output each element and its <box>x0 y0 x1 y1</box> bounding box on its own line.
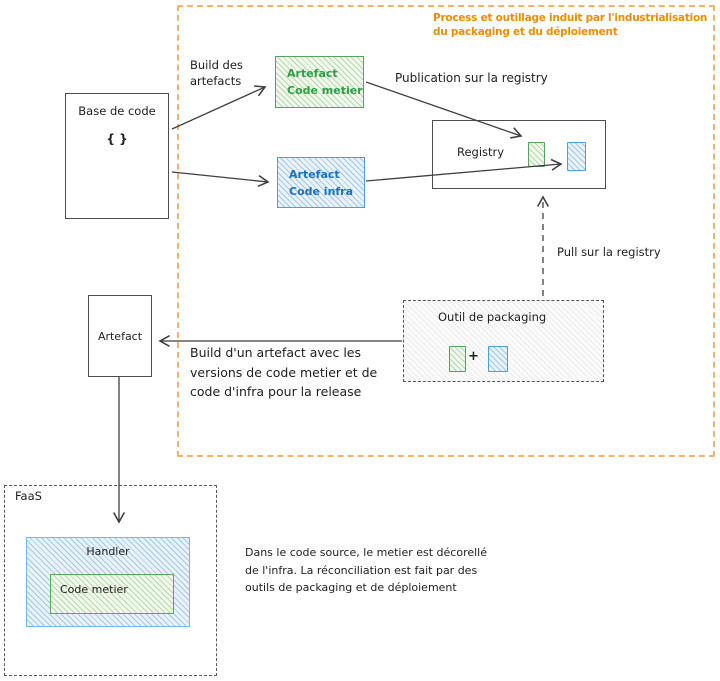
handler-label: Handler <box>86 545 130 558</box>
node-faas: FaaS Handler Code metier <box>4 485 217 676</box>
node-artefact-code-infra: Artefact Code infra <box>277 157 365 208</box>
outil-packaging-label: Outil de packaging <box>438 310 547 324</box>
node-code-metier: Code metier <box>50 574 174 614</box>
artefact-infra-line2: Code infra <box>289 185 354 198</box>
registry-infra-chip <box>567 142 586 171</box>
process-frame-title-line1: Process et outillage induit par l'indust… <box>433 12 708 24</box>
process-frame-title-line2: du packaging et du déploiement <box>433 26 618 38</box>
note-line2: de l'infra. La réconciliation est fait p… <box>245 563 478 577</box>
node-outil-de-packaging: Outil de packaging + <box>403 300 604 382</box>
build-artefact-line3: code d'infra pour la release <box>190 384 362 399</box>
plus-icon: + <box>468 349 479 364</box>
artefact-metier-line2: Code metier <box>287 84 363 97</box>
code-metier-label: Code metier <box>60 583 128 596</box>
artefact-label: Artefact <box>97 329 143 343</box>
label-pull-registry: Pull sur la registry <box>557 245 661 259</box>
label-build-des-artefacts: Build des artefacts <box>190 57 243 89</box>
build-artefact-line2: versions de code metier et de <box>190 364 378 380</box>
build-artefact-line1: Build d'un artefact avec les <box>190 345 362 360</box>
label-build-des-line2: artefacts <box>190 74 242 88</box>
artefact-metier-line1: Artefact <box>287 67 338 80</box>
process-frame <box>177 5 715 457</box>
label-build-artefact-release: Build d'un artefact avec les versions de… <box>190 343 377 402</box>
label-publication-registry: Publication sur la registry <box>395 71 548 85</box>
registry-label: Registry <box>457 145 505 159</box>
code-braces-symbol: { } <box>106 132 128 146</box>
label-build-des-line1: Build des <box>190 58 243 72</box>
outil-metier-chip <box>449 346 466 372</box>
faas-label: FaaS <box>15 489 42 503</box>
node-base-de-code: Base de code { } <box>65 93 169 219</box>
note-decorrelation: Dans le code source, le metier est décor… <box>245 544 487 597</box>
artefact-infra-line1: Artefact <box>289 168 340 181</box>
node-artefact-code-metier: Artefact Code metier <box>275 56 364 108</box>
node-handler: Handler Code metier <box>26 537 190 627</box>
outil-infra-chip <box>488 346 508 372</box>
note-line1: Dans le code source, le metier est décor… <box>245 546 487 559</box>
base-de-code-label: Base de code <box>78 104 156 118</box>
note-line3: outils de packaging et de déploiement <box>245 581 457 594</box>
process-frame-title: Process et outillage induit par l'indust… <box>433 11 717 39</box>
registry-metier-chip <box>528 142 545 167</box>
node-registry: Registry <box>432 120 606 189</box>
node-artefact: Artefact <box>88 295 152 377</box>
